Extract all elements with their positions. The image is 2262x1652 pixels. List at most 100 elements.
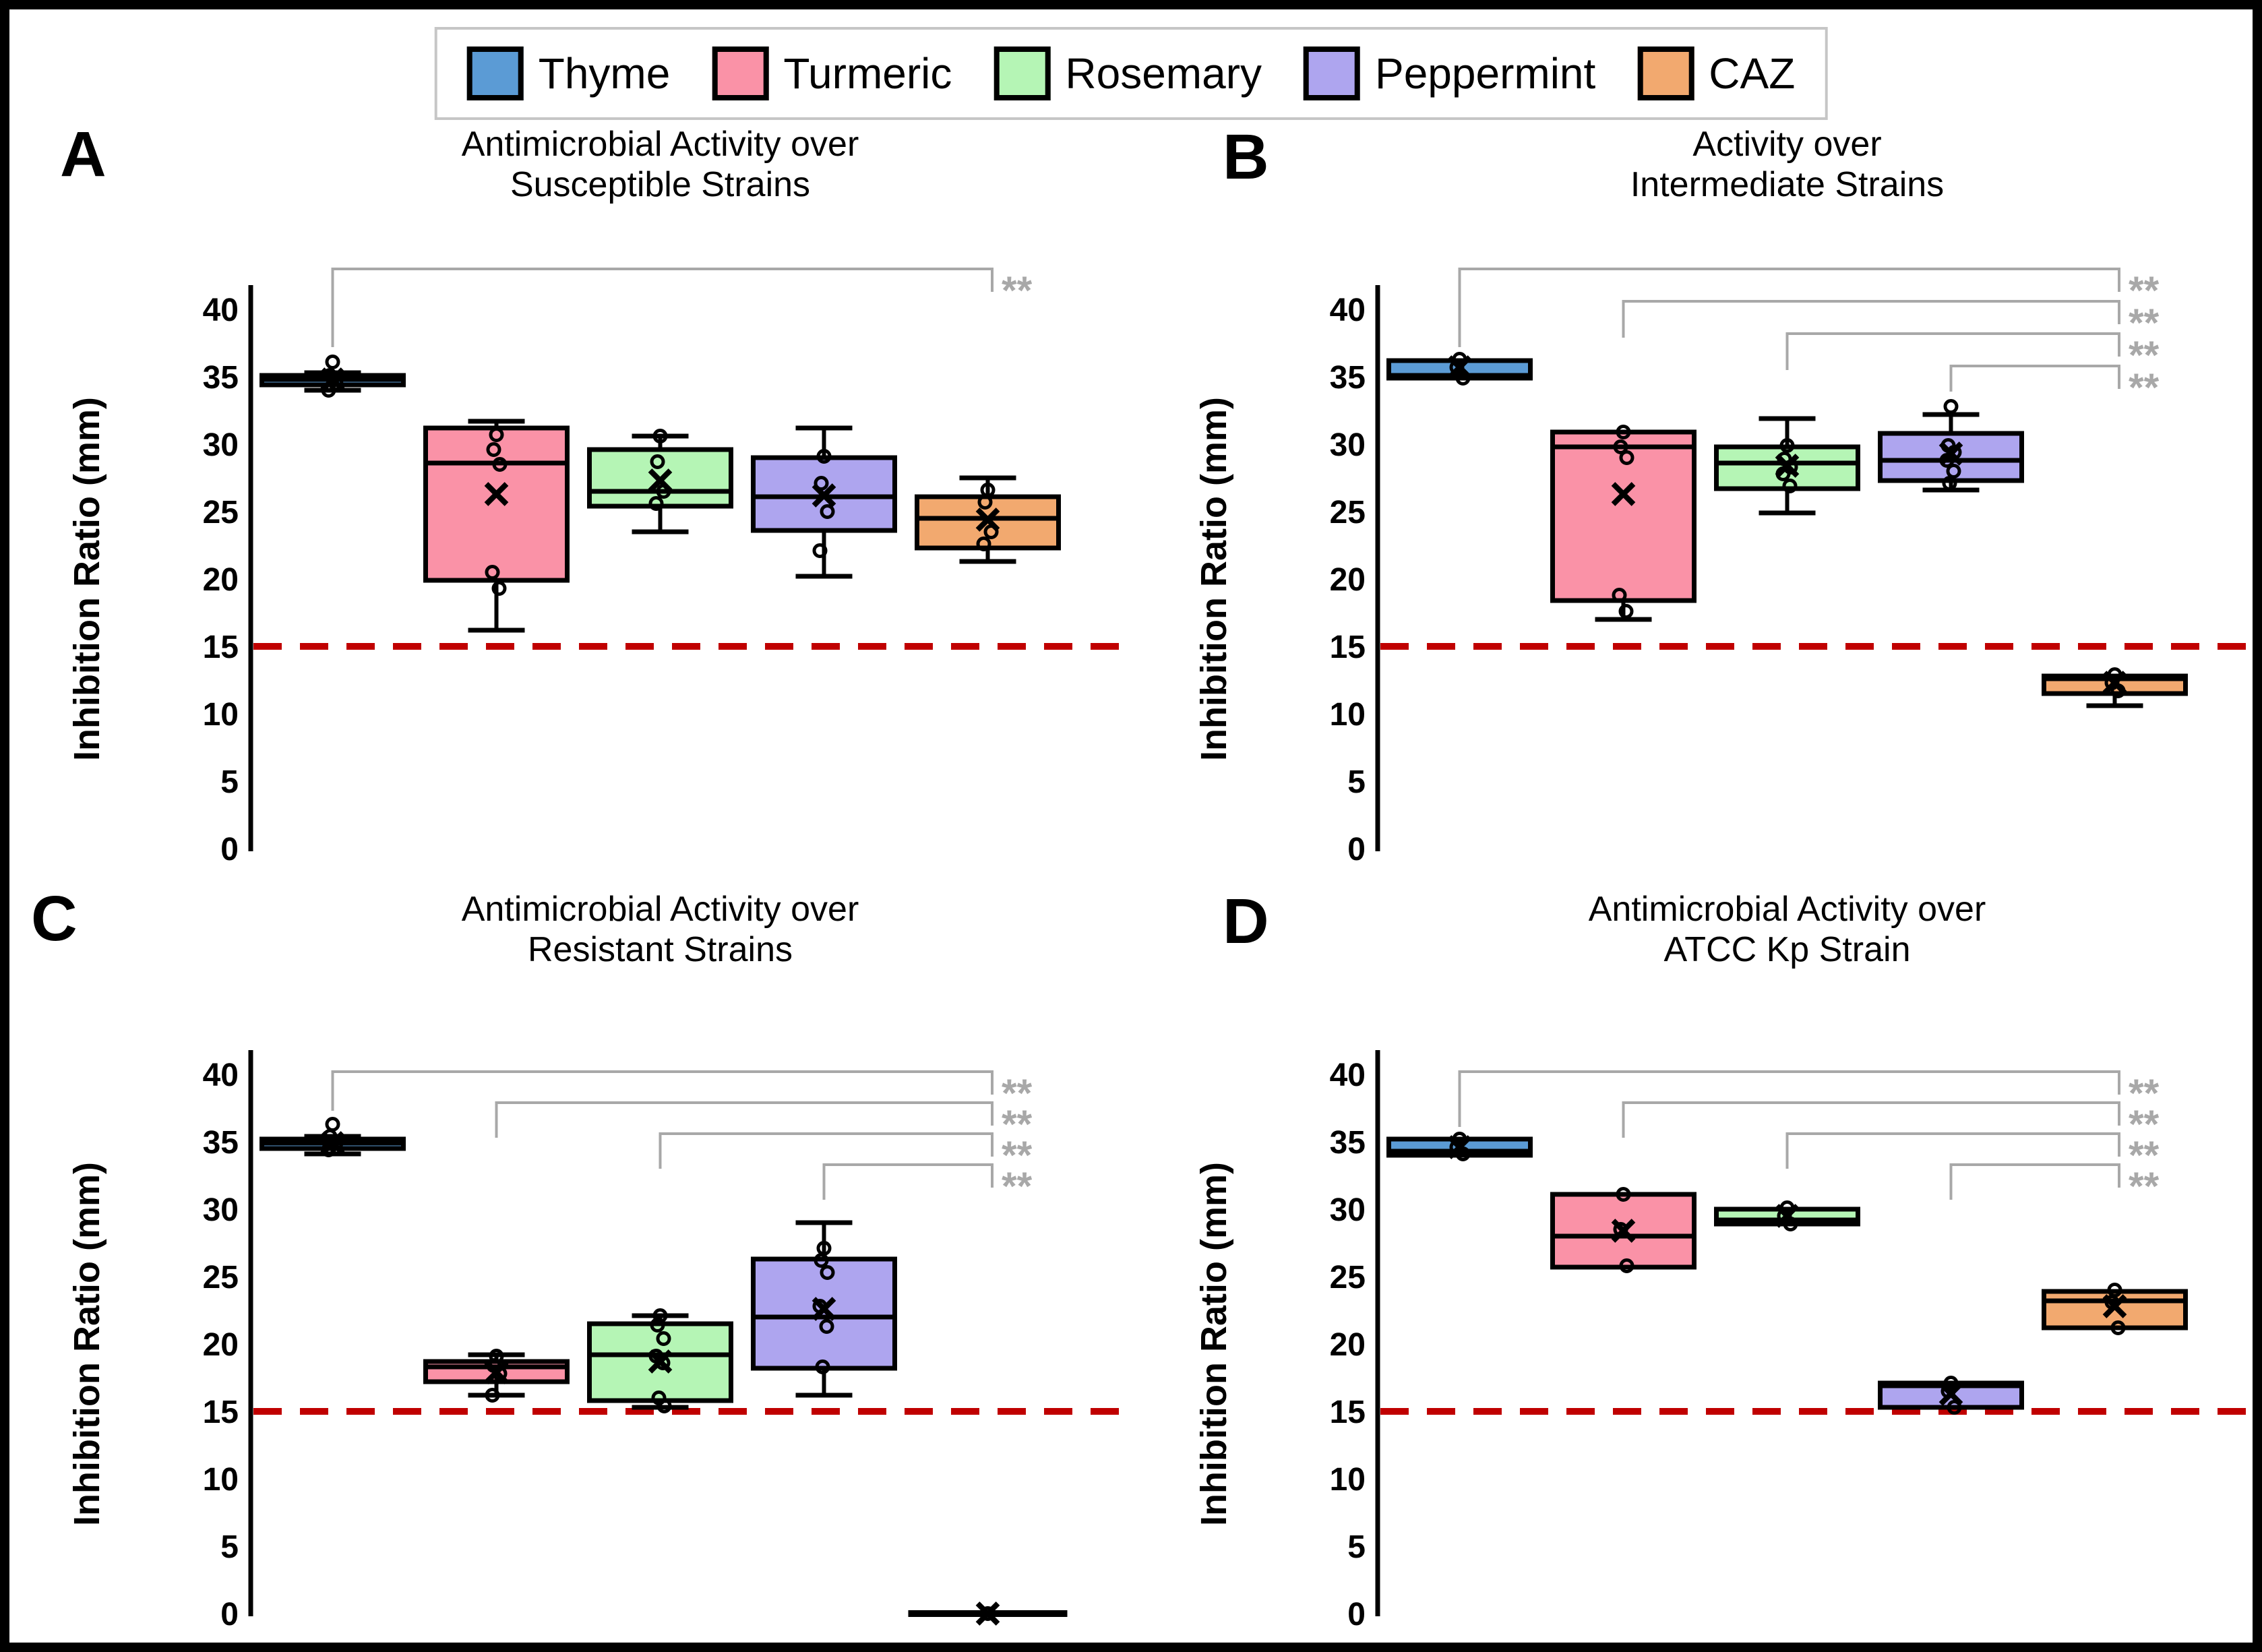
data-point	[1618, 604, 1634, 619]
y-tick-label: 25	[203, 495, 239, 530]
sig-label: **	[2129, 1103, 2160, 1146]
y-tick-label: 20	[203, 562, 239, 598]
data-point	[815, 1359, 830, 1374]
legend-swatch-turmeric	[712, 47, 769, 100]
sig-bracket-line	[1949, 1163, 2120, 1200]
y-tick-label: 35	[1330, 360, 1366, 396]
y-tick-label: 25	[1330, 1260, 1366, 1295]
y-tick-label: 10	[203, 697, 239, 733]
data-point	[1616, 425, 1631, 439]
sig-bracket-line	[1458, 268, 2120, 347]
box-group-thyme	[259, 1117, 406, 1157]
y-tick-label: 25	[1330, 495, 1366, 530]
panel-letter-d: D	[1223, 886, 1269, 957]
panel-title-line2: Intermediate Strains	[1630, 165, 1944, 204]
legend-label: Thyme	[538, 49, 671, 98]
y-tick-label: 0	[1347, 1597, 1366, 1632]
sig-label: **	[2129, 1072, 2160, 1115]
data-point	[485, 565, 500, 580]
sig-bracket-line	[822, 1163, 994, 1200]
data-point	[325, 355, 340, 369]
legend-swatch-thyme	[466, 47, 524, 100]
sig-bracket-line	[495, 1101, 994, 1138]
y-tick-label: 25	[203, 1260, 239, 1295]
y-tick-label: 40	[203, 293, 239, 328]
box-group-peppermint	[751, 1220, 897, 1398]
box-group-rosemary	[587, 1308, 733, 1413]
legend-swatch-caz	[1637, 47, 1694, 100]
data-point	[491, 581, 507, 596]
data-point	[648, 496, 664, 511]
y-tick-label: 5	[220, 1529, 239, 1565]
y-axis-label: Inhibition Ratio (mm)	[1194, 397, 1234, 761]
data-point	[812, 543, 828, 558]
data-point	[820, 504, 835, 519]
data-point	[1619, 450, 1634, 465]
box-group-thyme	[259, 355, 406, 398]
sig-bracket: **	[1458, 268, 2160, 347]
box	[1550, 429, 1696, 603]
mean-marker	[812, 483, 836, 508]
data-point	[656, 1331, 671, 1346]
data-point	[325, 1117, 340, 1132]
sig-bracket-line	[331, 268, 994, 347]
data-point	[1946, 464, 1961, 479]
sig-bracket: **	[659, 1132, 1033, 1177]
sig-bracket-line	[1622, 1101, 2120, 1138]
mean-marker	[975, 508, 1000, 532]
panel-letter-c: C	[31, 883, 78, 954]
panel-letter-a: A	[60, 119, 106, 190]
data-point	[814, 1253, 829, 1268]
box-group-peppermint	[751, 425, 897, 579]
sig-bracket: **	[1622, 1101, 2160, 1146]
mean-marker	[2102, 671, 2127, 695]
sig-bracket: **	[1949, 1163, 2160, 1209]
y-tick-label: 5	[1347, 1529, 1366, 1565]
data-point	[650, 454, 665, 469]
y-tick-label: 15	[1330, 630, 1366, 665]
mean-marker	[648, 1349, 673, 1374]
data-point	[1616, 1187, 1631, 1202]
y-axis-label: Inhibition Ratio (mm)	[67, 397, 107, 761]
mean-marker	[1447, 355, 1472, 379]
y-tick-label: 40	[203, 1058, 239, 1093]
panel-title-line1: Antimicrobial Activity over	[462, 890, 859, 929]
sig-bracket: **	[1785, 332, 2160, 377]
data-point	[980, 1606, 996, 1621]
y-tick-label: 15	[203, 1395, 239, 1430]
box-group-caz	[2042, 1283, 2188, 1335]
data-point	[656, 1399, 672, 1413]
y-tick-label: 20	[1330, 1327, 1366, 1363]
mean-marker	[2102, 1294, 2127, 1318]
sig-bracket: **	[1785, 1132, 2160, 1177]
box-group-peppermint	[1878, 399, 2024, 493]
sig-bracket: **	[495, 1101, 1033, 1146]
data-point	[486, 442, 501, 457]
mean-marker	[484, 482, 509, 506]
box-group-rosemary	[1714, 416, 1860, 516]
mean-marker	[320, 367, 345, 392]
sig-label: **	[1002, 1165, 1033, 1209]
sig-label: **	[2129, 301, 2160, 345]
data-point	[1782, 479, 1798, 493]
y-tick-label: 20	[1330, 562, 1366, 598]
y-tick-label: 35	[1330, 1125, 1366, 1161]
y-tick-label: 15	[1330, 1395, 1366, 1430]
legend-label: Peppermint	[1375, 49, 1596, 98]
y-tick-label: 40	[1330, 1058, 1366, 1093]
y-tick-label: 0	[1347, 832, 1366, 867]
legend-label: Turmeric	[783, 49, 952, 98]
mean-marker	[812, 1297, 836, 1321]
legend-label: CAZ	[1709, 49, 1796, 98]
data-point	[819, 1319, 834, 1334]
box-group-caz	[2042, 667, 2188, 708]
sig-bracket: **	[331, 268, 1033, 347]
y-tick-label: 0	[220, 832, 239, 867]
panel-letter-b: B	[1223, 121, 1269, 193]
mean-marker	[975, 1601, 1000, 1626]
